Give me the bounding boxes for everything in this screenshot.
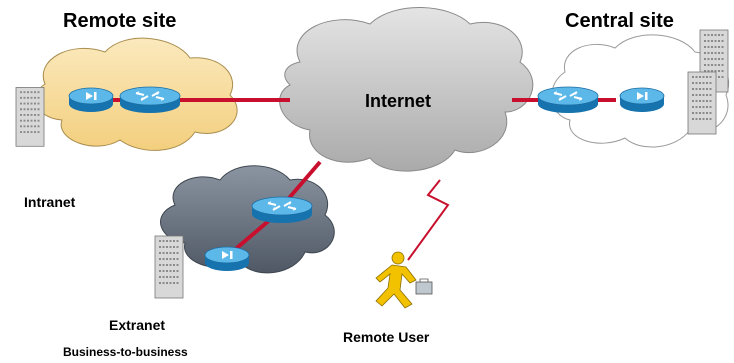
extranet-router-icon <box>251 196 313 224</box>
central-router-icon <box>537 86 599 114</box>
remote-vpn-icon <box>68 87 114 113</box>
extranet-vpn-icon <box>204 246 250 272</box>
remote-router-icon <box>119 86 181 114</box>
remote-building-icon <box>15 86 45 148</box>
link-remote-user <box>407 179 450 261</box>
remote-user-label: Remote User <box>343 329 430 345</box>
b2b-label: Business-to-business <box>63 345 188 359</box>
extranet-label: Extranet <box>109 317 166 333</box>
central-building-2-icon <box>687 71 717 135</box>
person-with-briefcase-icon <box>375 251 433 309</box>
central-site-label: Central site <box>565 10 674 32</box>
central-vpn-icon <box>619 87 665 113</box>
remote-site-label: Remote site <box>63 10 177 32</box>
extranet-cloud <box>160 165 335 274</box>
internet-cloud <box>279 7 534 172</box>
extranet-building-icon <box>154 235 184 299</box>
internet-label: Internet <box>365 91 432 111</box>
intranet-label: Intranet <box>24 194 76 210</box>
